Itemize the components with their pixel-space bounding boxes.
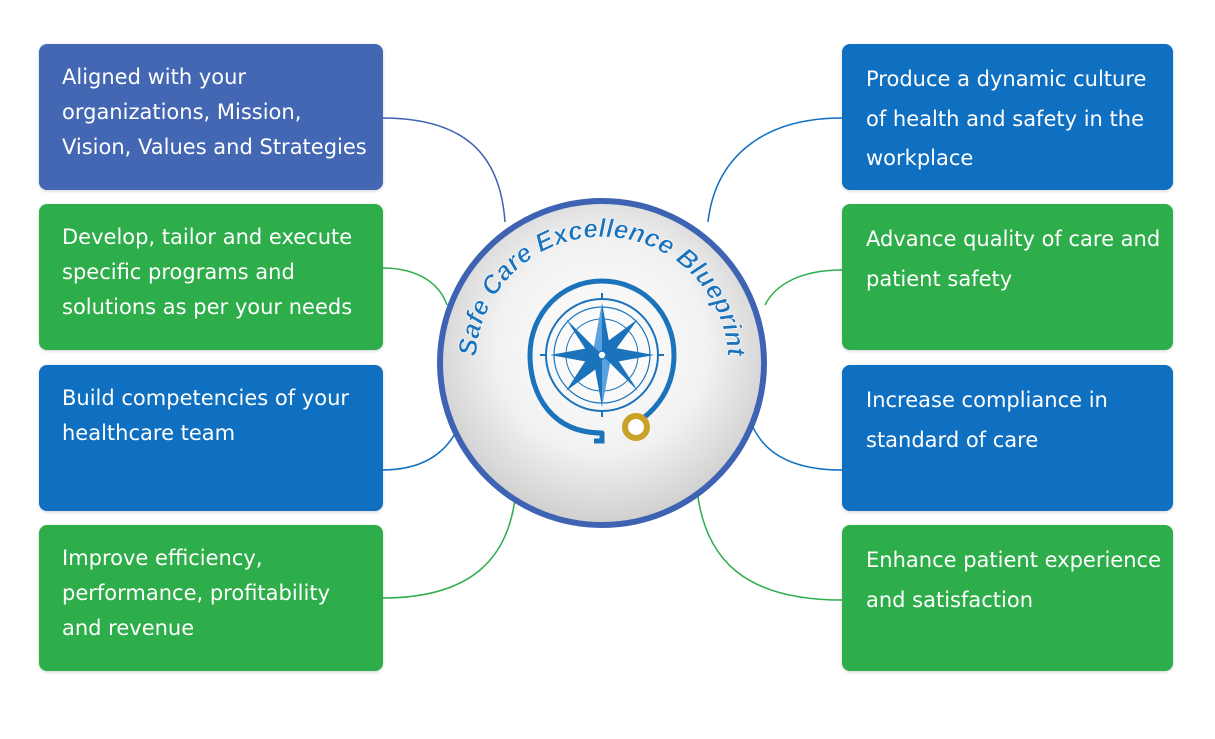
right-item-1-text: Produce a dynamic culture of health and … [866, 67, 1147, 170]
left-item-4: Improve efficiency, performance, profita… [39, 525, 383, 671]
right-item-4: Enhance patient experience and satisfact… [842, 525, 1173, 671]
right-item-2-text: Advance quality of care and patient safe… [866, 227, 1161, 291]
compass-stethoscope-icon [527, 278, 677, 444]
left-item-4-text: Improve efficiency, performance, profita… [62, 546, 331, 640]
hub-circle: Safe Care Excellence Blueprint [437, 198, 767, 528]
connector-right-2 [764, 269, 843, 306]
connector-left-3 [381, 427, 459, 471]
connector-right-3 [751, 424, 843, 471]
connector-right-1 [707, 117, 843, 223]
connector-left-4 [381, 489, 517, 599]
connector-left-2 [381, 267, 448, 306]
right-item-3: Increase compliance in standard of care [842, 365, 1173, 511]
connector-right-4 [696, 489, 843, 601]
connector-left-1 [381, 117, 506, 223]
right-item-1: Produce a dynamic culture of health and … [842, 44, 1173, 190]
left-item-3-text: Build competencies of your healthcare te… [62, 386, 350, 445]
right-item-4-text: Enhance patient experience and satisfact… [866, 548, 1162, 612]
left-item-1: Aligned with your organizations, Mission… [39, 44, 383, 190]
left-item-2: Develop, tailor and execute specific pro… [39, 204, 383, 350]
left-item-3: Build competencies of your healthcare te… [39, 365, 383, 511]
left-item-1-text: Aligned with your organizations, Mission… [62, 65, 367, 159]
left-item-2-text: Develop, tailor and execute specific pro… [62, 225, 353, 319]
right-item-3-text: Increase compliance in standard of care [866, 388, 1108, 452]
right-item-2: Advance quality of care and patient safe… [842, 204, 1173, 350]
